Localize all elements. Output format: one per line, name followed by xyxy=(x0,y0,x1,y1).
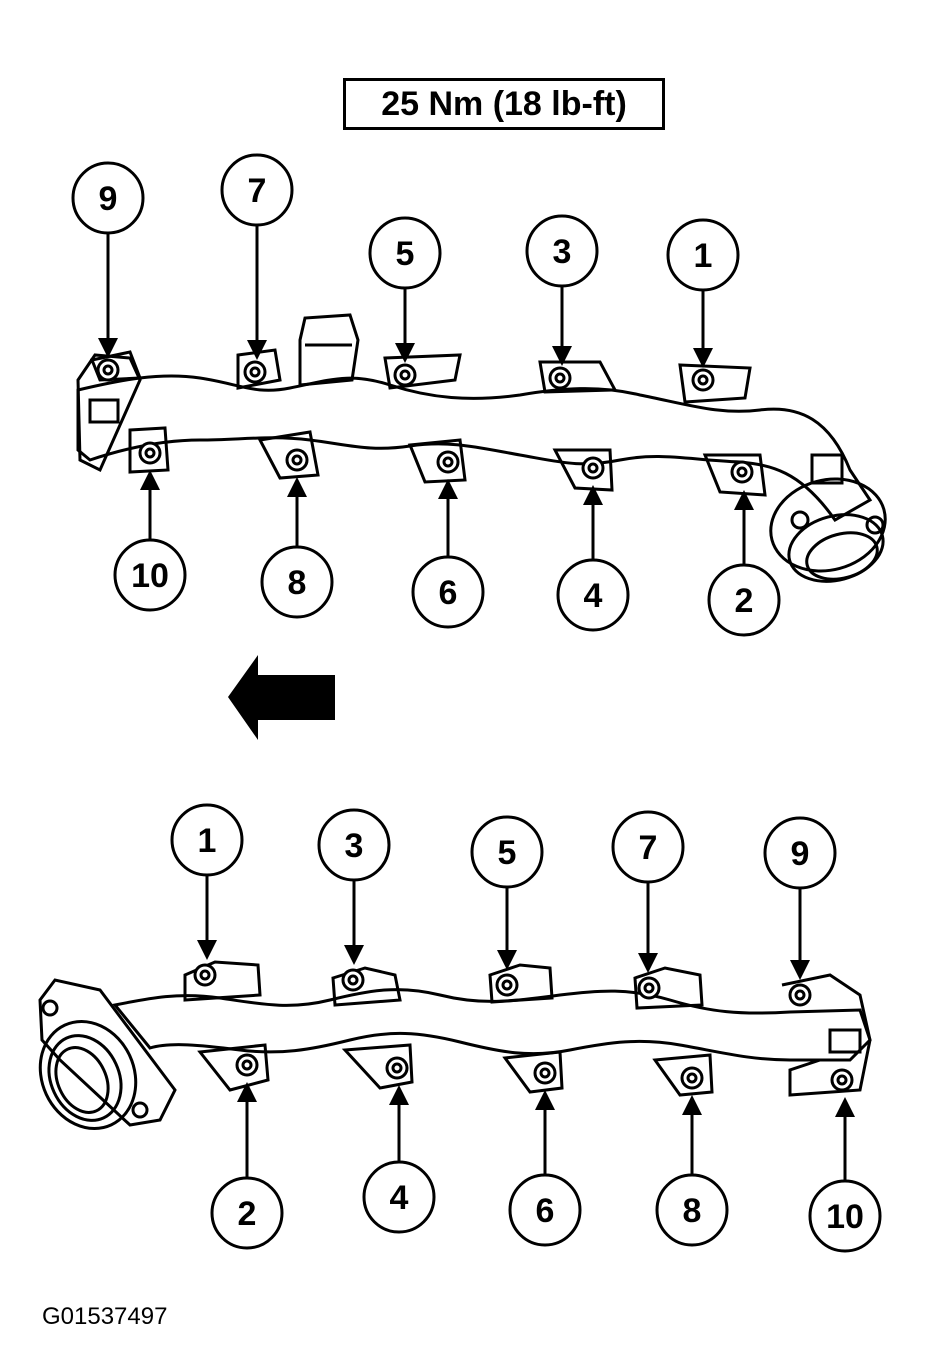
svg-text:6: 6 xyxy=(536,1192,555,1230)
callout-lower-2: 2 xyxy=(210,1082,284,1250)
lower-inlet-flange xyxy=(38,978,177,1127)
callout-upper-5: 5 xyxy=(368,216,442,363)
upper-bottom-callouts: 10 8 6 4 2 xyxy=(113,470,781,637)
svg-text:8: 8 xyxy=(683,1192,702,1230)
upper-left-flange xyxy=(76,353,142,473)
callout-upper-7: 7 xyxy=(220,153,294,360)
svg-text:9: 9 xyxy=(99,180,118,218)
svg-text:7: 7 xyxy=(639,829,658,867)
svg-text:3: 3 xyxy=(345,827,364,865)
svg-text:8: 8 xyxy=(288,564,307,602)
upper-bolt-holes xyxy=(96,358,754,484)
callout-upper-9: 9 xyxy=(71,161,145,358)
svg-text:4: 4 xyxy=(390,1179,409,1217)
front-direction-arrow xyxy=(228,655,335,740)
lower-manifold xyxy=(38,960,872,1131)
svg-text:2: 2 xyxy=(735,582,754,620)
upper-top-callouts: 9 7 5 3 1 xyxy=(71,153,740,368)
lower-right-flange xyxy=(781,973,872,1097)
callout-upper-1: 1 xyxy=(666,218,740,368)
svg-text:10: 10 xyxy=(131,557,169,595)
lower-sensor-port xyxy=(828,1028,862,1054)
svg-text:1: 1 xyxy=(198,822,217,860)
svg-text:4: 4 xyxy=(584,577,603,615)
callout-lower-3: 3 xyxy=(317,808,391,965)
svg-text:5: 5 xyxy=(498,834,517,872)
callout-lower-9: 9 xyxy=(763,816,837,980)
upper-manifold-tube xyxy=(76,374,873,522)
svg-text:3: 3 xyxy=(553,233,572,271)
callout-upper-8: 8 xyxy=(260,477,334,619)
lower-top-callouts: 1 3 5 7 9 xyxy=(170,803,837,980)
callout-upper-4: 4 xyxy=(556,485,630,632)
callout-lower-7: 7 xyxy=(611,810,685,973)
torque-spec-label: 25 Nm (18 lb-ft) xyxy=(343,78,665,130)
svg-text:6: 6 xyxy=(439,574,458,612)
upper-manifold xyxy=(76,313,887,583)
lower-manifold-tube xyxy=(112,988,872,1062)
figure-id-label: G01537497 xyxy=(42,1303,168,1330)
svg-text:1: 1 xyxy=(694,237,713,275)
svg-text:7: 7 xyxy=(248,172,267,210)
callout-lower-6: 6 xyxy=(508,1090,582,1247)
callout-upper-2: 2 xyxy=(707,490,781,637)
callout-lower-4: 4 xyxy=(362,1085,436,1234)
svg-text:5: 5 xyxy=(396,235,415,273)
callout-lower-5: 5 xyxy=(470,815,544,970)
callout-upper-10: 10 xyxy=(113,470,187,612)
lower-bottom-callouts: 2 4 6 8 10 xyxy=(210,1082,882,1253)
callout-lower-10: 10 xyxy=(808,1097,882,1253)
svg-text:2: 2 xyxy=(238,1195,257,1233)
callout-lower-1: 1 xyxy=(170,803,244,960)
svg-text:10: 10 xyxy=(826,1198,864,1236)
callout-upper-6: 6 xyxy=(411,479,485,629)
svg-text:9: 9 xyxy=(791,835,810,873)
upper-sensor-port xyxy=(88,398,120,424)
callout-lower-8: 8 xyxy=(655,1095,729,1247)
callout-upper-3: 3 xyxy=(525,214,599,366)
lower-bolt-holes xyxy=(193,963,854,1092)
upper-pipe-fitting xyxy=(298,313,360,387)
